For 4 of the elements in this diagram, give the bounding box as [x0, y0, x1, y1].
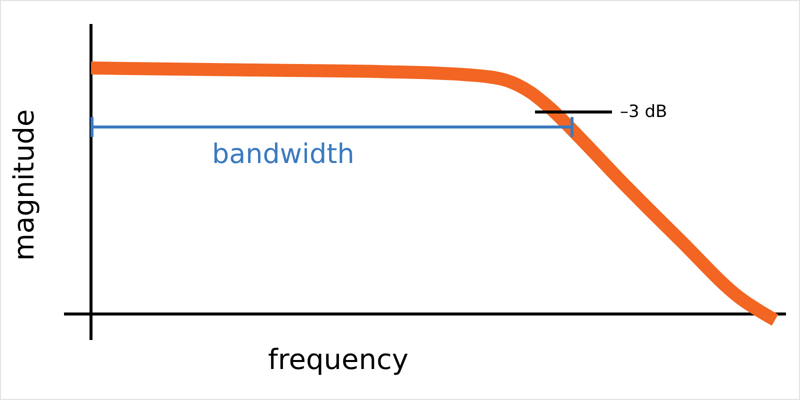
dimension-label: bandwidth — [212, 141, 354, 168]
axis-title: magnitude — [10, 109, 38, 261]
axis-title: frequency — [268, 346, 408, 374]
level-label: –3 dB — [620, 104, 668, 121]
